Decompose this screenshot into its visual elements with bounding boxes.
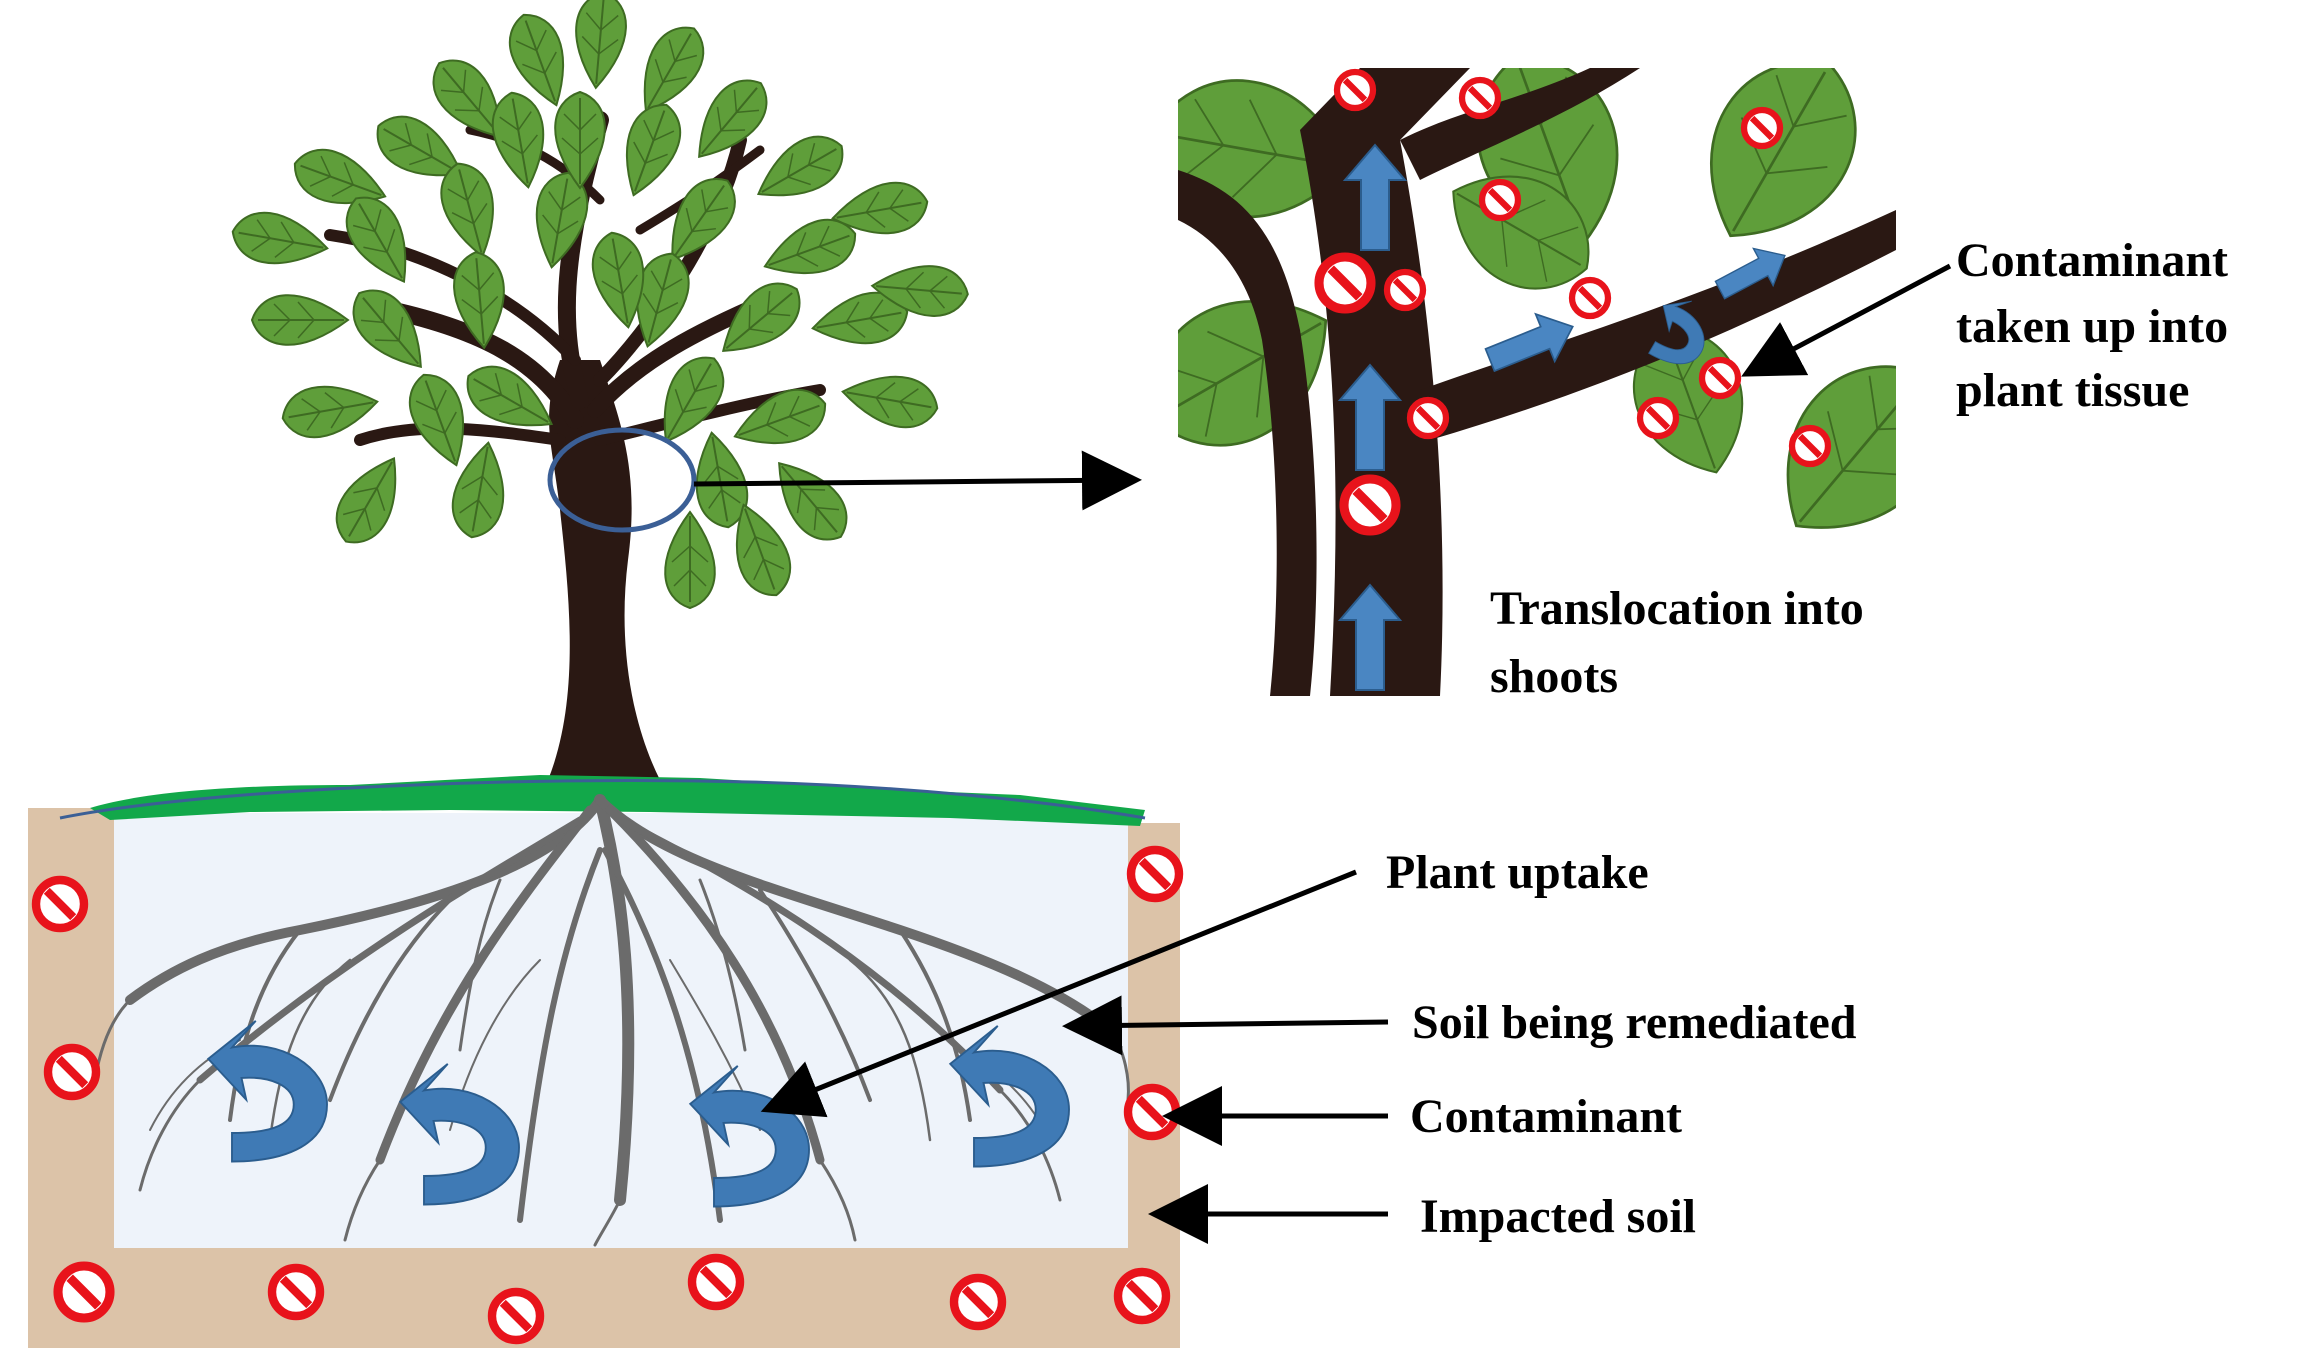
label-translocation-1: Translocation into	[1490, 582, 1864, 635]
roots	[93, 794, 1130, 1247]
label-soil-being-remediated: Soil being remediated	[1412, 996, 1857, 1049]
pointer-lines	[760, 263, 1952, 1244]
label-contaminant-taken-up-3: plant tissue	[1956, 364, 2189, 417]
label-contaminant-taken-up-2: taken up into	[1956, 300, 2228, 353]
tree	[227, 0, 971, 780]
zoom-inset	[1178, 68, 1896, 696]
zoom-pointer-arrow	[693, 450, 1142, 511]
label-translocation-2: shoots	[1490, 650, 1618, 703]
pointer-contaminant-taken-up	[1741, 263, 1952, 377]
inset-trunk	[1178, 170, 1317, 696]
label-contaminant: Contaminant	[1410, 1090, 1682, 1143]
pointer-soil-being-remediated	[1062, 995, 1389, 1056]
pointer-plant-uptake	[760, 869, 1357, 1118]
label-contaminant-taken-up-1: Contaminant	[1956, 234, 2228, 287]
label-impacted-soil: Impacted soil	[1420, 1190, 1696, 1243]
labels: Contaminant taken up into plant tissue T…	[1386, 234, 2228, 1243]
label-plant-uptake: Plant uptake	[1386, 846, 1649, 899]
magnifier-ellipse	[547, 427, 697, 533]
tree-trunk	[548, 360, 660, 780]
impacted-soil-bottom	[28, 1248, 1180, 1348]
